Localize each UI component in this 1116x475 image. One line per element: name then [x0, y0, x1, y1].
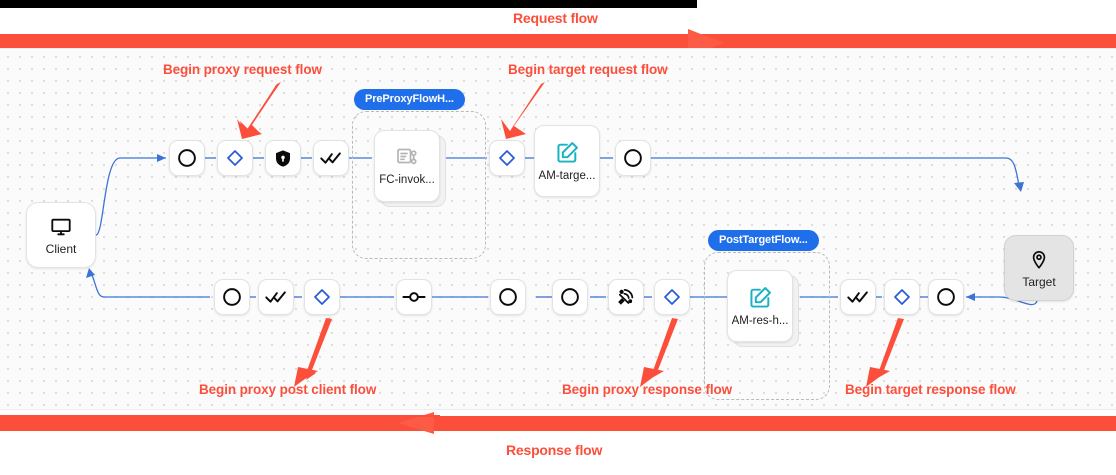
circle-icon: [497, 286, 519, 308]
response-condition-node[interactable]: [304, 279, 340, 315]
annotation-begin-target-request-flow: Begin target request flow: [508, 62, 668, 77]
circle-icon: [176, 147, 198, 169]
target-response-flow-node[interactable]: [928, 279, 964, 315]
annotation-arrow-5: [866, 318, 904, 387]
target-response-condition-node[interactable]: [884, 279, 920, 315]
annotation-begin-proxy-request-flow: Begin proxy request flow: [163, 62, 322, 77]
shield-lock-icon: [273, 148, 293, 169]
diamond-icon: [892, 287, 912, 307]
flow-callout-icon: [395, 145, 419, 169]
post-target-flow-group[interactable]: [704, 252, 830, 400]
pre-proxy-flow-chip[interactable]: PreProxyFlowH...: [354, 89, 465, 110]
response-flow-start-node[interactable]: [214, 279, 250, 315]
client-endpoint-label: Client: [45, 241, 77, 256]
annotation-arrow-2: [501, 82, 545, 139]
pre-proxy-flow-group[interactable]: [352, 111, 486, 259]
map-pin-icon: [1029, 249, 1049, 271]
annotation-begin-proxy-post-client-flow: Begin proxy post client flow: [199, 382, 377, 397]
response-flow-arrow: [0, 412, 1116, 436]
response-flow-node-b[interactable]: [552, 279, 588, 315]
target-condition-node[interactable]: [489, 140, 525, 176]
policy-node-fc-invoke[interactable]: FC-invok...: [374, 130, 440, 202]
double-check-icon: [847, 287, 869, 307]
diamond-icon: [662, 287, 682, 307]
double-check-icon: [265, 287, 287, 307]
flow-edges: [86, 154, 1038, 306]
response-flow-node-a[interactable]: [490, 279, 526, 315]
assign-message-icon: [748, 285, 773, 310]
circle-icon: [559, 286, 581, 308]
connector-node[interactable]: [396, 279, 432, 315]
post-target-flow-chip[interactable]: PostTargetFlow...: [708, 230, 819, 251]
antenna-icon: [615, 286, 637, 308]
connector-icon: [402, 290, 426, 304]
circle-icon: [221, 286, 243, 308]
security-node[interactable]: [265, 140, 301, 176]
diamond-icon: [312, 287, 332, 307]
policy-node-am-response[interactable]: AM-res-h...: [727, 270, 793, 342]
policy-label-am-target: AM-targe...: [538, 169, 596, 182]
annotation-arrow-4: [640, 318, 678, 387]
condition-node[interactable]: [217, 140, 253, 176]
policy-label-am-response: AM-res-h...: [731, 314, 789, 327]
checks-node[interactable]: [313, 140, 349, 176]
policy-label-fc-invoke: FC-invok...: [379, 174, 435, 187]
policy-node-am-target[interactable]: AM-targe...: [534, 125, 600, 197]
annotation-arrow-3: [294, 317, 332, 387]
annotation-begin-target-response-flow: Begin target response flow: [845, 382, 1016, 397]
circle-icon: [935, 286, 957, 308]
target-response-checks-node[interactable]: [840, 279, 876, 315]
broadcast-node[interactable]: [608, 279, 644, 315]
diamond-icon: [497, 148, 517, 168]
double-check-icon: [320, 148, 342, 168]
request-flow-label: Request flow: [513, 10, 598, 26]
annotation-arrow-1: [237, 82, 281, 139]
diamond-icon: [225, 148, 245, 168]
diagram-canvas[interactable]: Client Target: [0, 48, 1116, 410]
target-endpoint-label: Target: [1022, 274, 1056, 289]
flow-start-node[interactable]: [169, 140, 205, 176]
assign-message-icon: [555, 140, 580, 165]
monitor-icon: [50, 216, 72, 238]
response-flow-label: Response flow: [506, 442, 603, 458]
top-black-strip: [0, 0, 697, 8]
target-flow-end-node[interactable]: [615, 140, 651, 176]
client-endpoint-node[interactable]: Client: [26, 202, 96, 268]
target-endpoint-node[interactable]: Target: [1004, 235, 1074, 301]
response-checks-node[interactable]: [258, 279, 294, 315]
response-condition-node-2[interactable]: [654, 279, 690, 315]
annotation-begin-proxy-response-flow: Begin proxy response flow: [562, 382, 733, 397]
circle-icon: [622, 147, 644, 169]
